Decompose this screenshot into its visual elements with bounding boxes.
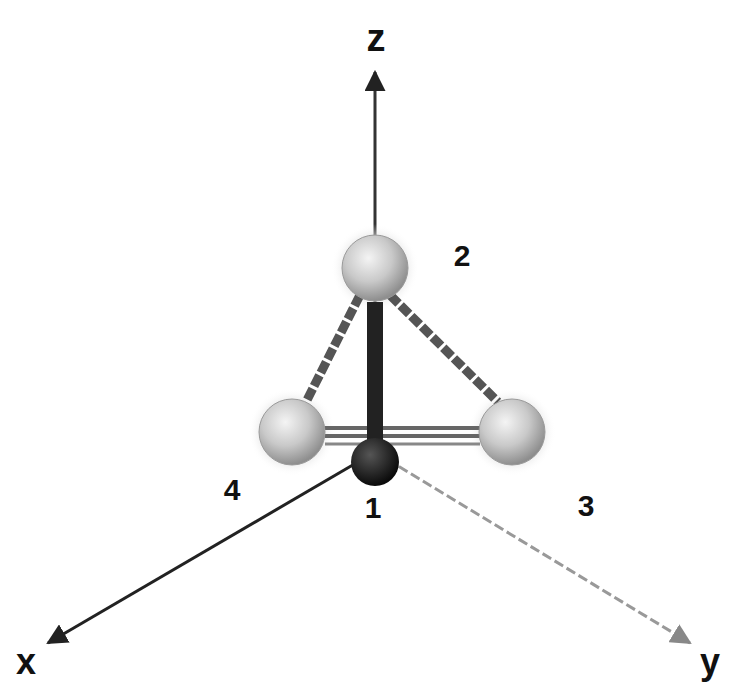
atom-halo: [468, 388, 556, 476]
atom-number: 2: [454, 241, 471, 271]
atom-halo: [331, 224, 419, 312]
axis-label: y: [700, 644, 720, 680]
atom-sphere: [259, 399, 325, 465]
axis-label: x: [16, 644, 36, 680]
atom-halo: [248, 388, 336, 476]
atom-number: 3: [578, 491, 595, 521]
atom-sphere: [479, 399, 545, 465]
atom-number: 4: [224, 475, 241, 505]
central-atom: [351, 438, 399, 486]
atom-sphere: [342, 235, 408, 301]
y-axis: [375, 452, 690, 643]
axis-label: z: [367, 19, 386, 57]
bonds: [306, 295, 498, 444]
x-axis: [48, 452, 375, 643]
atom-number: 1: [365, 493, 382, 523]
